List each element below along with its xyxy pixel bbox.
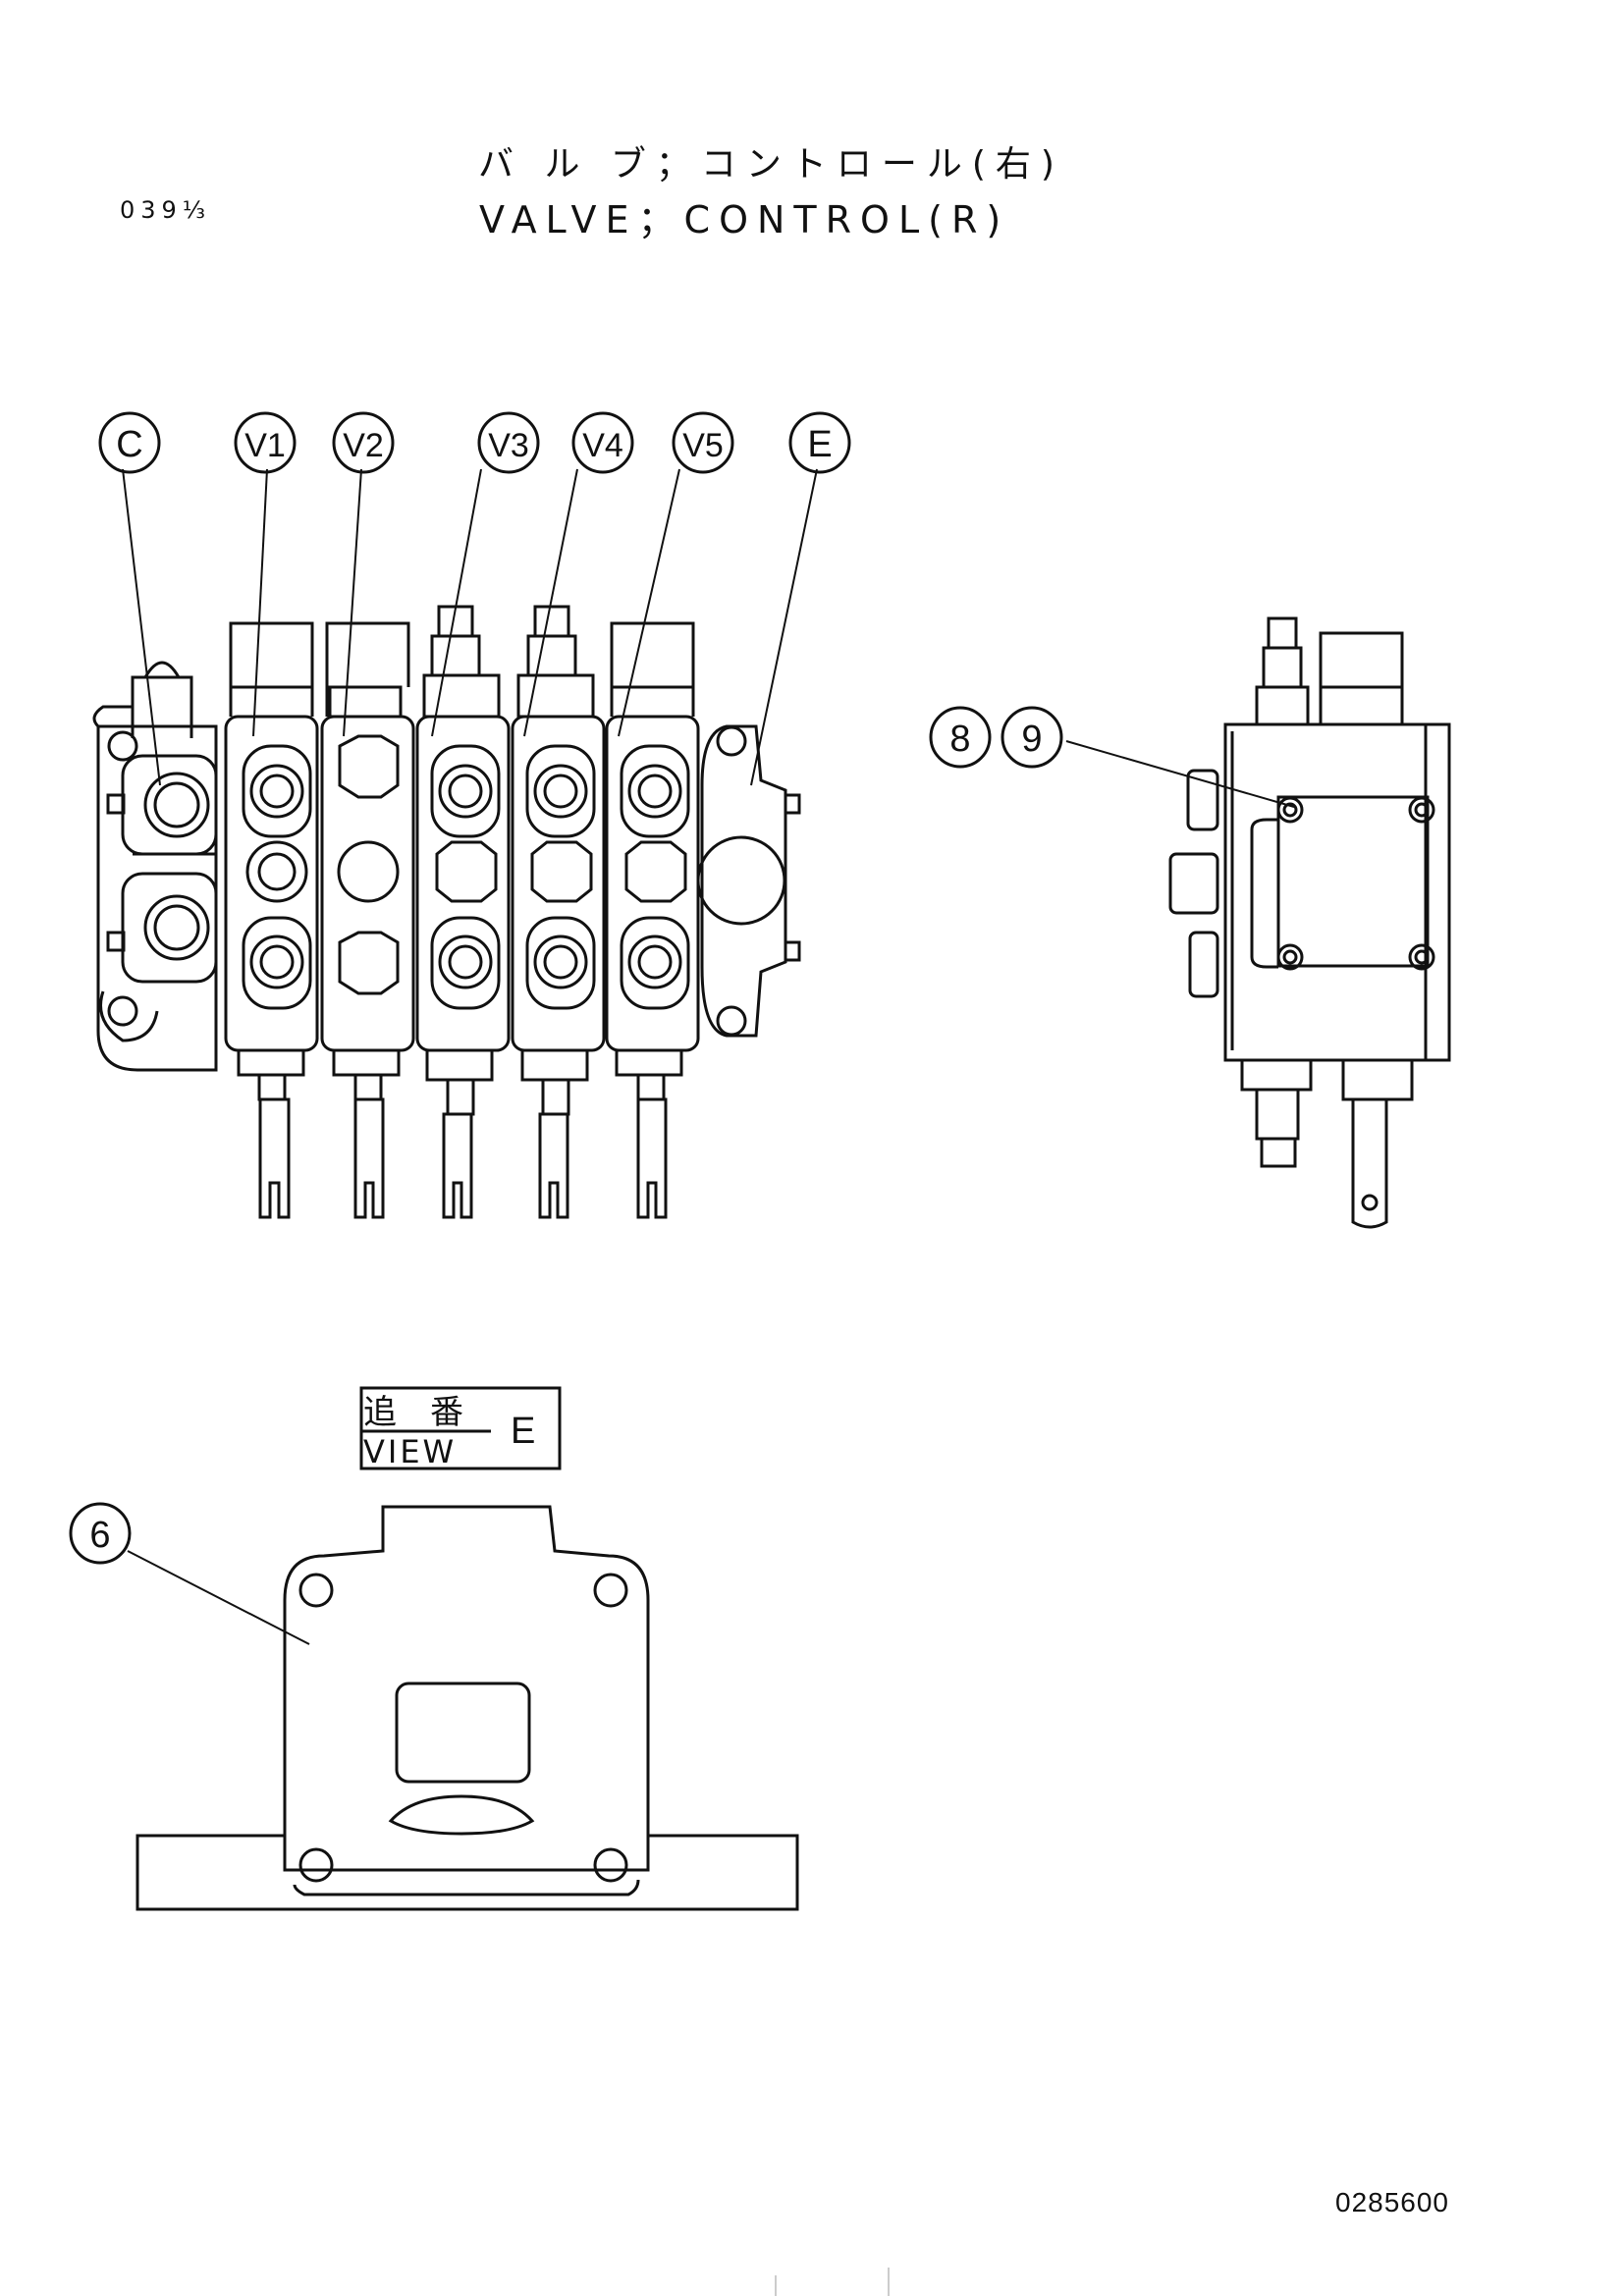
callout-8-label: 8 <box>949 719 970 760</box>
page-code: 039⅓ <box>120 196 212 224</box>
callout-8-circle <box>929 706 992 769</box>
cover-plate <box>1276 795 1430 968</box>
view-e-letter: E <box>511 1411 535 1452</box>
view-e-drawing: 6 <box>69 1502 799 1911</box>
callout-9-circle <box>1001 706 1063 769</box>
callout-e-label: E <box>807 424 832 465</box>
outlet-end-cover <box>696 724 801 1038</box>
view-e-label-en: VIEW <box>363 1433 457 1470</box>
view-e-label-box <box>359 1386 562 1470</box>
callout-9-label: 9 <box>1021 719 1042 760</box>
callout-6-label: 6 <box>89 1515 110 1556</box>
drawing-number: 0285600 <box>1335 2187 1450 2217</box>
valve-section-v3 <box>415 605 511 1219</box>
valve-section-v4 <box>511 605 606 1219</box>
callout-v3-circle <box>477 411 540 474</box>
callout-e-circle <box>788 411 851 474</box>
base-flange <box>135 1834 799 1911</box>
callout-v2-label: V2 <box>343 427 384 464</box>
scan-marks <box>775 2268 890 2296</box>
main-callout-circles <box>98 411 851 474</box>
inlet-cover <box>92 661 218 1072</box>
front-view: C V1 V2 V3 V4 V5 E <box>92 411 851 1219</box>
valve-section-v1 <box>224 621 319 1219</box>
valve-section-v2 <box>320 621 415 1219</box>
valve-section-v5 <box>605 621 700 1219</box>
callout-v4-label: V4 <box>582 427 623 464</box>
callout-v3-label: V3 <box>488 427 529 464</box>
callout-v1-circle <box>234 411 297 474</box>
callout-v2-circle <box>332 411 395 474</box>
callout-v1-label: V1 <box>244 427 286 464</box>
cover-bolts <box>1276 796 1435 971</box>
port-opening <box>395 1682 531 1784</box>
callout-v4-circle <box>571 411 634 474</box>
callout-6-leader <box>127 1550 310 1645</box>
title-english: VALVE；CONTROL(R) <box>479 198 1010 241</box>
side-leader-line <box>1065 740 1295 808</box>
callout-v5-label: V5 <box>682 427 724 464</box>
callout-v5-circle <box>672 411 734 474</box>
callout-6-circle <box>69 1502 132 1565</box>
callout-c-circle <box>98 411 161 474</box>
main-leader-lines <box>122 468 818 786</box>
cover-plate-view <box>283 1505 650 1870</box>
view-e-label-jp: 追 番 <box>363 1393 463 1432</box>
title-japanese: バ ル ブ；コントロール(右) <box>478 144 1064 185</box>
side-body <box>1223 722 1451 1062</box>
side-view: 8 9 <box>929 616 1451 1229</box>
callout-c-label: C <box>116 424 142 465</box>
